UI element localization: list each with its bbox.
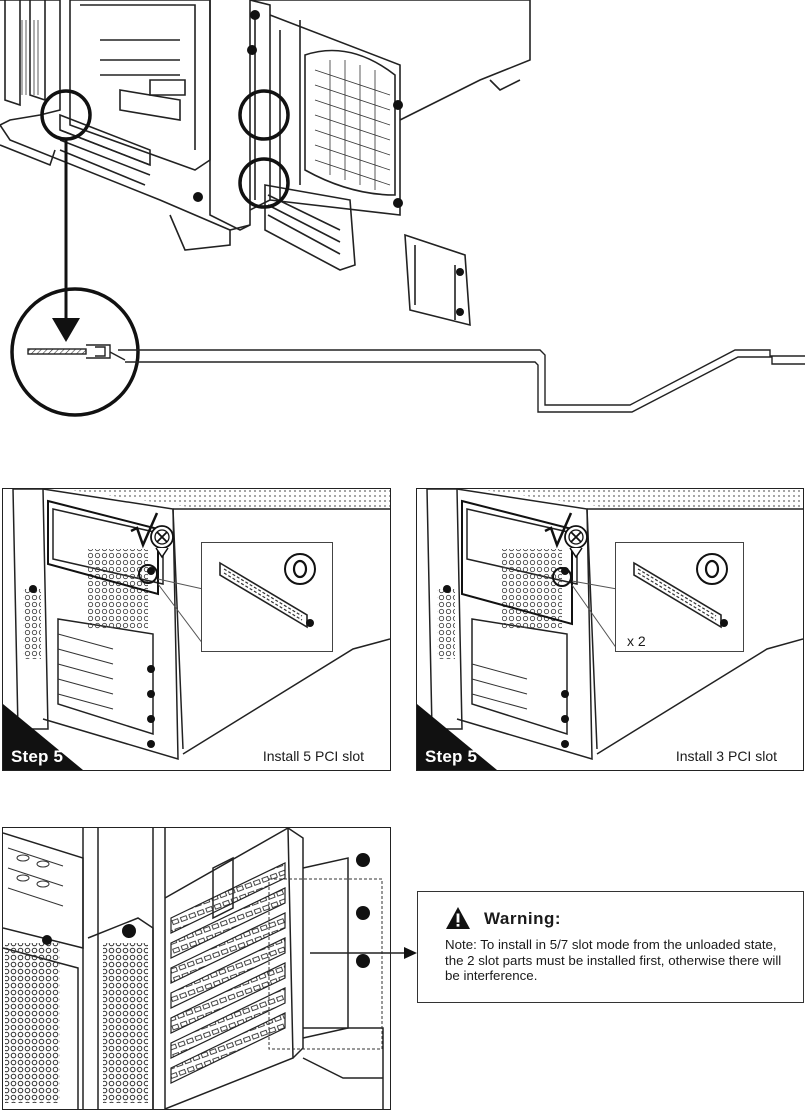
top-case-illustration: [0, 0, 805, 417]
panel-caption: Install 3 PCI slot: [675, 748, 777, 764]
slot-inset: [201, 542, 333, 652]
screw-remove-icon: [564, 525, 588, 559]
case-illustration-3-slot: [417, 489, 803, 770]
check-mark-icon: [544, 512, 573, 549]
pci-slot-cover-illustration: [219, 561, 314, 629]
check-mark-icon: [130, 512, 159, 549]
screw-keep-icon: [284, 553, 316, 585]
slot-inset: x 2: [615, 542, 744, 652]
step-label: Step 5: [425, 747, 478, 766]
warning-box: Warning: Note: To install in 5/7 slot mo…: [417, 891, 804, 1003]
quantity-label: x 2: [627, 633, 646, 649]
arrow-right-icon: [310, 947, 417, 959]
pci-slot-cover-illustration: [633, 561, 728, 629]
warning-triangle-icon: [446, 907, 470, 929]
screw-remove-icon: [150, 525, 174, 559]
warning-title: Warning:: [484, 909, 562, 928]
step-panel-5-slot: Step 5 Install 5 PCI slot: [2, 488, 391, 771]
warning-text: Note: To install in 5/7 slot mode from t…: [445, 937, 782, 983]
case-illustration-5-slot: [3, 489, 390, 770]
step-panel-3-slot: x 2 Step 5 Install 3 PCI slot: [416, 488, 804, 771]
bottom-slot-illustration: [2, 827, 391, 1110]
screw-keep-icon: [696, 553, 728, 585]
panel-caption: Install 5 PCI slot: [262, 748, 364, 764]
step-label: Step 5: [11, 747, 64, 766]
